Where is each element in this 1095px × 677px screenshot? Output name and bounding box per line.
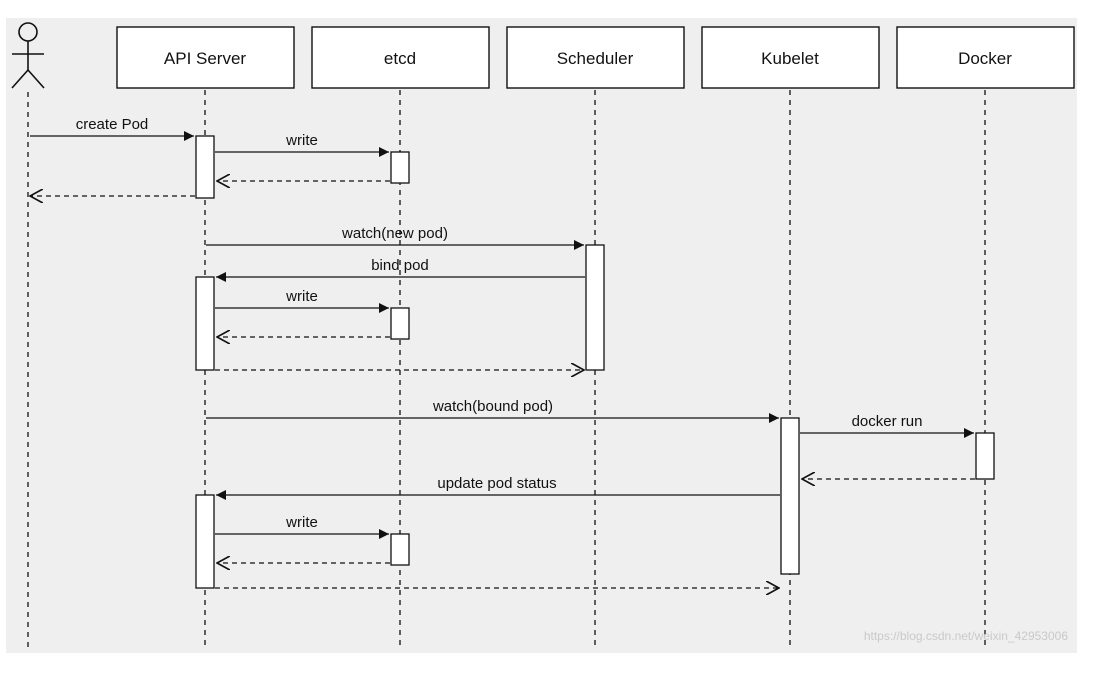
participant-label: Docker — [958, 49, 1012, 68]
activation-kubelet — [780, 417, 800, 575]
message-labels: create Pod write watch(new pod) bind pod… — [76, 116, 923, 531]
message-label: create Pod — [76, 116, 149, 133]
activation-scheduler — [585, 244, 605, 371]
watermark: https://blog.csdn.net/weixin_42953006 — [864, 629, 1068, 643]
activation-docker — [975, 432, 995, 480]
participant-kubelet: Kubelet — [701, 26, 880, 89]
activation-api — [195, 135, 215, 199]
activation-etcd — [390, 151, 410, 184]
participant-label: etcd — [384, 49, 416, 68]
message-label: write — [285, 288, 318, 305]
message-label: write — [285, 132, 318, 149]
message-label: bind pod — [371, 257, 429, 274]
activation-etcd — [390, 533, 410, 566]
participant-docker: Docker — [896, 26, 1075, 89]
actor-figure — [11, 22, 45, 89]
activation-bars — [195, 135, 995, 589]
message-label: docker run — [852, 413, 923, 430]
activation-api — [195, 494, 215, 589]
diagram-background — [6, 18, 1077, 653]
messages — [30, 131, 975, 588]
participant-etcd: etcd — [311, 26, 490, 89]
participant-scheduler: Scheduler — [506, 26, 685, 89]
message-label: watch(bound pod) — [432, 398, 553, 415]
activation-etcd — [390, 307, 410, 340]
participant-label: Kubelet — [761, 49, 819, 68]
message-label: watch(new pod) — [341, 225, 448, 242]
participant-api: API Server — [116, 26, 295, 89]
participant-label: API Server — [164, 49, 247, 68]
message-label: write — [285, 514, 318, 531]
message-label: update pod status — [437, 475, 556, 492]
participant-label: Scheduler — [557, 49, 634, 68]
activation-api — [195, 276, 215, 371]
